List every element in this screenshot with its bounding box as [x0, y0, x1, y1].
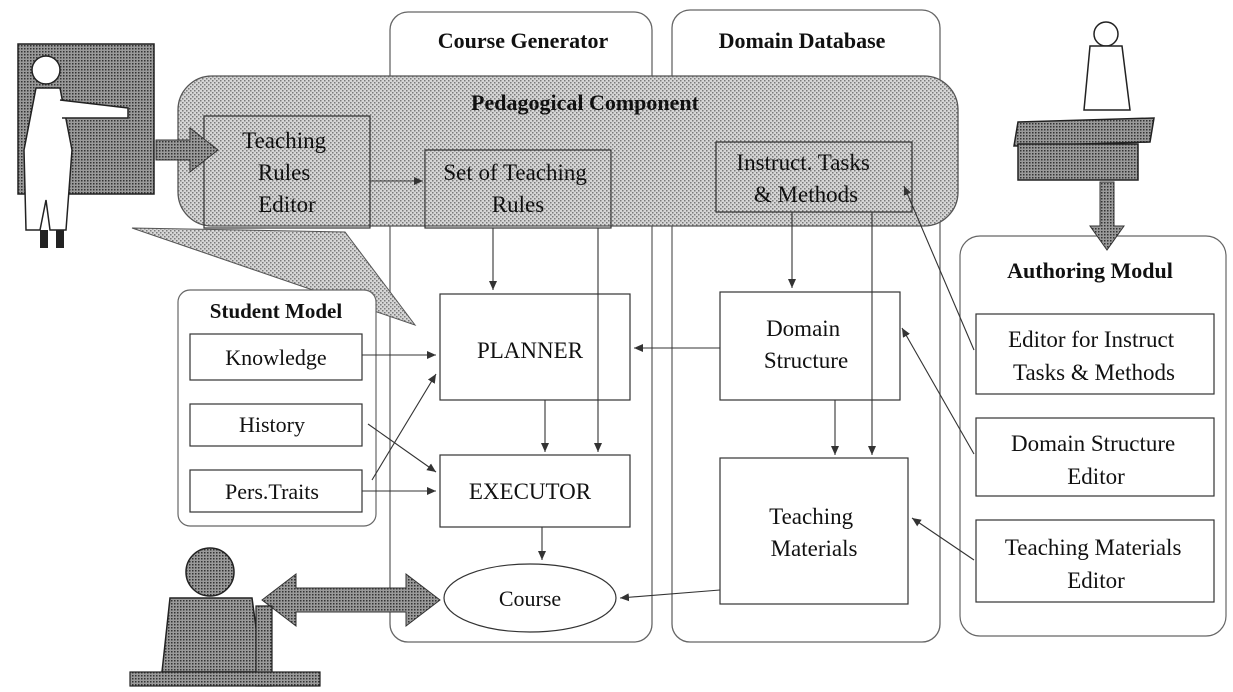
instruct-tasks-methods-label: Instruct. Tasks & Methods — [736, 150, 875, 207]
pers-traits-box — [189, 469, 363, 513]
set-of-teaching-rules-box — [424, 149, 612, 229]
student-model-label: Student Model — [210, 299, 343, 323]
planner-label: PLANNER — [477, 338, 584, 363]
executor-box — [439, 454, 631, 528]
pers-traits-label: Pers.Traits — [225, 479, 319, 504]
history-label: History — [239, 412, 305, 437]
domain-structure-editor-box — [975, 417, 1215, 497]
domain-structure-label: Domain Structure — [764, 316, 848, 373]
editor-instruct-label: Editor for Instruct Tasks & Methods — [1008, 327, 1180, 385]
course-generator-label: Course Generator — [438, 28, 609, 53]
student-illustration — [129, 547, 321, 687]
editor-instruct-box — [975, 313, 1215, 395]
teaching-materials-box — [719, 457, 909, 605]
instruct-tasks-methods-box — [715, 141, 913, 213]
authoring-modul-label: Authoring Modul — [1007, 258, 1173, 283]
knowledge-box — [189, 333, 363, 381]
teaching-materials-editor-label: Teaching Materials Editor — [1005, 535, 1187, 593]
teaching-rules-editor-label: Teaching Rules Editor — [242, 128, 332, 217]
author-to-authoring-arrow — [1089, 181, 1125, 251]
history-box — [189, 403, 363, 447]
course-ellipse — [443, 563, 617, 633]
course-label: Course — [499, 586, 561, 611]
teacher-illustration — [17, 43, 155, 248]
teaching-rules-editor-box — [203, 115, 371, 229]
knowledge-label: Knowledge — [225, 345, 326, 370]
set-of-teaching-rules-label: Set of Teaching Rules — [443, 160, 592, 217]
pedagogical-component-label: Pedagogical Component — [471, 90, 700, 115]
domain-structure-box — [719, 291, 901, 401]
connector-arrows — [362, 177, 975, 602]
student-course-double-arrow — [261, 572, 441, 628]
teaching-materials-editor-box — [975, 519, 1215, 603]
author-illustration — [1013, 21, 1155, 181]
domain-structure-editor-label: Domain Structure Editor — [1011, 431, 1181, 489]
teacher-to-editor-arrow — [155, 126, 219, 174]
executor-label: EXECUTOR — [469, 479, 592, 504]
teaching-materials-label: Teaching Materials — [769, 504, 859, 561]
domain-database-label: Domain Database — [719, 28, 886, 53]
